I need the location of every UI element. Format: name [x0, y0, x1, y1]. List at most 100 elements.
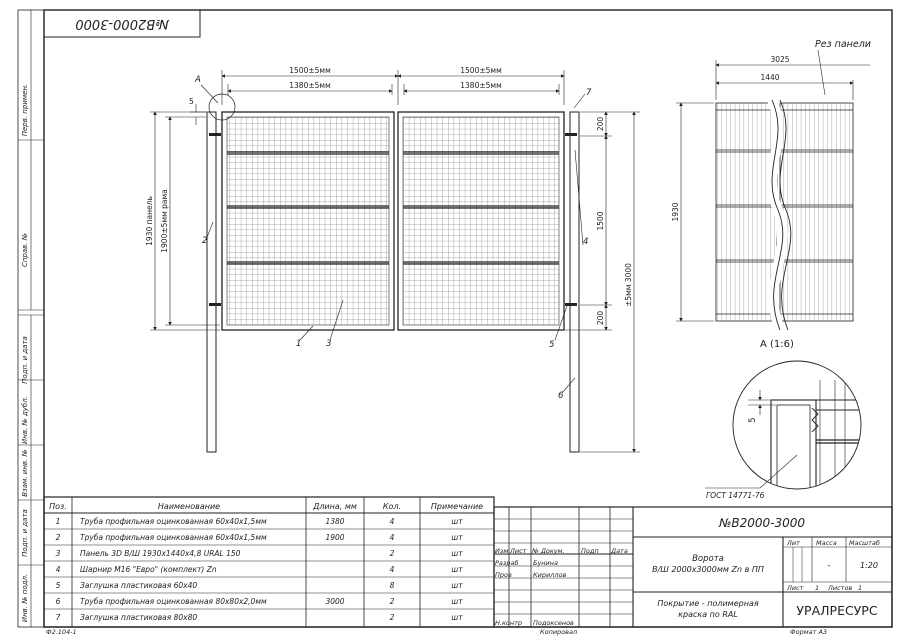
spec-table-row: 4 Шарнир М16 "Евро" (комплект) Zn 4 шт [56, 565, 464, 574]
spec-cell-note: шт [451, 597, 463, 606]
dim-panel-height: 1930 панель [145, 196, 154, 246]
masshtab-label: Масштаб [849, 539, 880, 547]
title-coating-1: Покрытие - полимерная [657, 599, 758, 608]
dim-spacing-bottom: 200 [596, 311, 605, 326]
side-label-podp-2: Подп. и дата [21, 509, 29, 557]
spec-header-qty: Кол. [383, 502, 401, 511]
footer: Ф2.104-1 Копировал Формат А3 [46, 628, 827, 636]
detail-a-labels: A (1:6) 5 ГОСТ 14771-76 [706, 339, 794, 500]
col-list: Лист [509, 547, 527, 555]
razrab-name: Бунина [533, 559, 558, 567]
detail-title: A (1:6) [760, 339, 794, 350]
callout-panel-cut: Рез панели [815, 39, 871, 50]
detail-a [705, 360, 862, 490]
spec-header-note: Примечание [431, 502, 483, 511]
callout-7: 7 [586, 88, 592, 98]
spec-cell-name: Шарнир М16 "Евро" (комплект) Zn [80, 565, 217, 574]
callout-6: 6 [558, 391, 564, 401]
ncontr-label: Н.контр [495, 619, 522, 627]
dim-frame-height: 1900±5мм рама [160, 189, 169, 252]
side-labels: Перв. примен. Справ. № Подп. и дата Инв.… [21, 84, 29, 622]
dim-spacing-mid: 1500 [596, 211, 605, 230]
lit-label: Лит [786, 539, 800, 547]
panel-side-dimensions [676, 49, 870, 322]
title-product-name-2: В/Ш 2000x3000мм Zn в ПП [652, 565, 764, 574]
spec-cell-pos: 2 [56, 533, 61, 542]
dim-side-panel: 1440 [760, 73, 779, 82]
razrab-label: Разраб [495, 559, 518, 567]
title-block [493, 506, 893, 628]
sheets-label: Листов [827, 584, 852, 592]
spec-cell-qty: 2 [390, 549, 395, 558]
footer-format: Формат А3 [790, 628, 827, 636]
side-label-inv-podl: Инв. № подл. [21, 574, 29, 622]
spec-cell-note: шт [451, 581, 463, 590]
spec-cell-pos: 1 [56, 517, 61, 526]
callout-5: 5 [549, 340, 554, 350]
spec-table-row: 1 Труба профильная оцинкованная 60x40x1,5… [56, 517, 464, 526]
footer-copied: Копировал [540, 628, 577, 636]
spec-header-name: Наименование [158, 502, 220, 511]
panel-side-labels: 3025 1440 1930 Рез панели [671, 39, 871, 222]
spec-cell-qty: 4 [390, 533, 395, 542]
spec-cell-pos: 5 [56, 581, 61, 590]
panel-side-right [779, 102, 854, 322]
spec-cell-pos: 4 [56, 565, 61, 574]
dim-pitch-left: 1500±5мм [289, 66, 330, 75]
dim-width-right: 1380±5мм [460, 81, 501, 90]
spec-cell-qty: 4 [390, 517, 395, 526]
sheet-label: Лист [786, 584, 804, 592]
spec-cell-note: шт [451, 565, 463, 574]
spec-cell-qty: 2 [390, 613, 395, 622]
col-izm: Изм [495, 547, 508, 555]
front-view [206, 93, 580, 453]
title-block-text: №B2000-3000 Ворота В/Ш 2000x3000мм Zn в … [495, 516, 880, 627]
spec-cell-name: Заглушка пластиковая 60x40 [80, 581, 197, 590]
panel-side-left [715, 102, 778, 322]
callout-4: 4 [583, 237, 588, 247]
prov-name: Кириллов [533, 571, 566, 579]
dim-overall-height: ±5мм 3000 [624, 263, 633, 307]
spec-cell-note: шт [451, 517, 463, 526]
spec-cell-name: Труба профильная оцинкованная 60x40x1,5м… [80, 517, 267, 526]
callout-2: 2 [202, 236, 207, 246]
top-stamp-number: №B2000-3000 [75, 16, 169, 31]
dim-side-height: 1930 [671, 202, 680, 221]
title-company: УРАЛРЕСУРС [796, 603, 877, 618]
callout-view-a: A [194, 75, 201, 85]
col-podp: Подп [581, 547, 599, 555]
spec-table-header: Поз. Наименование Длина, мм Кол. Примеча… [49, 502, 483, 511]
callout-3: 3 [326, 339, 331, 349]
left-leaf-frame [221, 111, 395, 331]
right-post [569, 111, 580, 453]
massa-label: Масса [816, 539, 837, 547]
dim-top-offset: 5 [189, 97, 194, 106]
sheet-value: 1 [815, 584, 819, 592]
sheets-value: 1 [858, 584, 862, 592]
spec-cell-note: шт [451, 533, 463, 542]
side-label-inv-dubl: Инв. № дубл. [21, 396, 29, 444]
spec-cell-name: Труба профильная оцинкованная 60x40x1,5м… [80, 533, 267, 542]
spec-cell-qty: 2 [390, 597, 395, 606]
side-label-podp-1: Подп. и дата [21, 336, 29, 384]
spec-cell-pos: 3 [56, 549, 61, 558]
spec-cell-name: Панель 3D B/Ш 1930x1440x4,8 URAL 150 [80, 549, 241, 558]
left-post [206, 111, 217, 453]
spec-cell-length: 1380 [325, 517, 344, 526]
spec-cell-length: 1900 [325, 533, 344, 542]
side-label-perv: Перв. примен. [21, 84, 29, 137]
spec-cell-qty: 4 [390, 565, 395, 574]
left-leaf-mesh [226, 116, 390, 326]
title-coating-2: краска по RAL [678, 610, 738, 619]
footer-form-code: Ф2.104-1 [46, 628, 77, 636]
col-docum: № Докум. [531, 547, 565, 555]
front-callout-labels: A 2 1 3 4 5 6 7 [194, 75, 592, 401]
right-leaf-frame [397, 111, 565, 331]
spec-table-row: 2 Труба профильная оцинкованная 60x40x1,5… [56, 533, 464, 542]
front-dimensions [150, 70, 640, 453]
col-data: Дата [610, 547, 628, 555]
